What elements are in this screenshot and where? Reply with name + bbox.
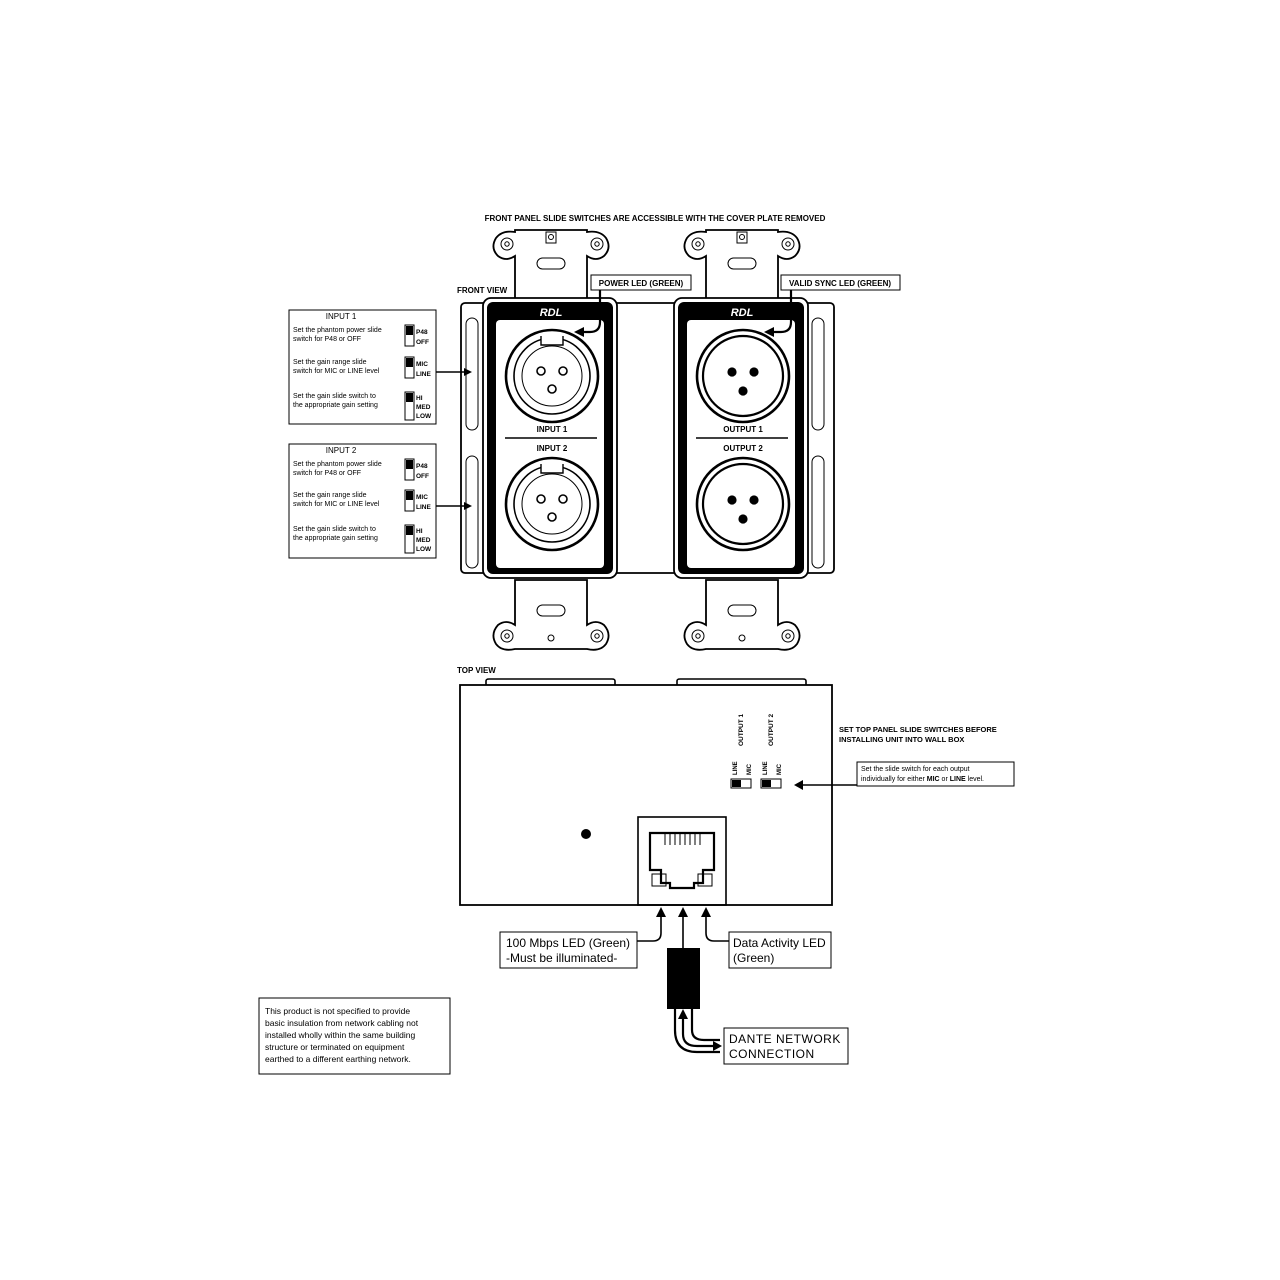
top-view-body bbox=[459, 684, 833, 906]
led-100mbps-callout: 100 Mbps LED (Green) -Must be illuminate… bbox=[499, 931, 638, 969]
input-1-gain-switch[interactable] bbox=[404, 391, 415, 421]
output-2-label: OUTPUT 2 bbox=[723, 444, 763, 453]
left-yoke bbox=[492, 229, 610, 651]
input-2-box-title: INPUT 2 bbox=[326, 446, 357, 455]
header-note: FRONT PANEL SLIDE SWITCHES ARE ACCESSIBL… bbox=[485, 214, 826, 223]
power-led-label: POWER LED (GREEN) bbox=[599, 279, 684, 288]
input-2-phantom-switch[interactable] bbox=[404, 458, 415, 481]
input-2-phantom-text-1: Set the phantom power slide bbox=[293, 461, 382, 468]
top-output-1-label: OUTPUT 1 bbox=[738, 713, 745, 746]
top-panel-note-1: SET TOP PANEL SLIDE SWITCHES BEFORE bbox=[839, 725, 997, 734]
data-activity-text-1: Data Activity LED bbox=[733, 936, 826, 950]
top-output-2-mic-label: MIC bbox=[777, 763, 783, 775]
input-1-line-label: LINE bbox=[416, 371, 431, 378]
input-2-gain-text-2: the appropriate gain setting bbox=[293, 535, 378, 542]
output-callout-text-1: Set the slide switch for each output bbox=[861, 766, 970, 773]
top-led-indicator bbox=[581, 829, 591, 839]
input-2-gain-text-1: Set the gain slide switch to bbox=[293, 526, 376, 533]
input-1-low-label: LOW bbox=[416, 413, 432, 420]
input-1-gain-text-2: the appropriate gain setting bbox=[293, 402, 378, 409]
input-1-hi-label: HI bbox=[416, 395, 423, 402]
input-2-low-label: LOW bbox=[416, 546, 432, 553]
output-1-label: OUTPUT 1 bbox=[723, 425, 763, 434]
input-1-phantom-text-2: switch for P48 or OFF bbox=[293, 336, 361, 343]
brand-logo-left: RDL bbox=[540, 307, 563, 319]
network-callouts: 100 Mbps LED (Green) -Must be illuminate… bbox=[499, 907, 849, 1065]
input-2-line-label: LINE bbox=[416, 504, 431, 511]
rj45-left-led bbox=[651, 873, 667, 887]
disclaimer-box: This product is not specified to provide… bbox=[258, 997, 451, 1075]
rj45-right-led bbox=[697, 873, 713, 887]
input-1-range-text-1: Set the gain range slide bbox=[293, 359, 367, 366]
valid-sync-led-label: VALID SYNC LED (GREEN) bbox=[789, 279, 891, 288]
dante-text-1: DANTE NETWORK bbox=[729, 1032, 841, 1046]
input-1-arrow bbox=[436, 368, 472, 376]
output-switch-callout: Set the slide switch for each output ind… bbox=[794, 761, 1015, 790]
right-wall-plate: RDL OUTPUT 1 OUTPUT 2 bbox=[673, 297, 809, 579]
xlr-input-2-jack bbox=[504, 456, 600, 552]
top-output-1-mic-label: MIC bbox=[747, 763, 753, 775]
disclaimer-line-2: basic insulation from network cabling no… bbox=[265, 1018, 419, 1028]
input-2-range-text-2: switch for MIC or LINE level bbox=[293, 501, 380, 508]
input-1-label: INPUT 1 bbox=[537, 425, 568, 434]
disclaimer-line-1: This product is not specified to provide bbox=[265, 1006, 410, 1016]
dante-text-2: CONNECTION bbox=[729, 1047, 815, 1061]
xlr-input-1-jack bbox=[504, 328, 600, 424]
output-1-level-switch[interactable] bbox=[730, 778, 752, 789]
rj45-ethernet-jack[interactable] bbox=[637, 816, 727, 906]
input-1-phantom-switch[interactable] bbox=[404, 324, 415, 347]
top-view: TOP VIEW OUTPUT 1 OUTPUT 2 LINE MIC LINE… bbox=[457, 666, 1015, 906]
input-2-arrow bbox=[436, 502, 472, 510]
input-2-gain-switch[interactable] bbox=[404, 524, 415, 554]
xlr-output-1-jack bbox=[695, 328, 791, 424]
input-1-box-title: INPUT 1 bbox=[326, 312, 357, 321]
front-view-title: FRONT VIEW bbox=[457, 286, 508, 295]
input-1-off-label: OFF bbox=[416, 339, 429, 346]
input-2-p48-label: P48 bbox=[416, 463, 428, 470]
input-2-phantom-text-2: switch for P48 or OFF bbox=[293, 470, 361, 477]
input-1-mic-label: MIC bbox=[416, 361, 428, 368]
led-100mbps-text-2: -Must be illuminated- bbox=[506, 951, 617, 965]
brand-logo-right: RDL bbox=[731, 307, 754, 319]
disclaimer-line-5: earthed to a different earthing network. bbox=[265, 1054, 411, 1064]
data-activity-led-callout: Data Activity LED (Green) bbox=[728, 931, 832, 969]
output-2-level-switch[interactable] bbox=[760, 778, 782, 789]
input-1-p48-label: P48 bbox=[416, 329, 428, 336]
input-2-settings-box: INPUT 2 Set the phantom power slide swit… bbox=[288, 443, 437, 559]
power-led-callout: POWER LED (GREEN) bbox=[574, 274, 692, 337]
data-activity-text-2: (Green) bbox=[733, 951, 774, 965]
disclaimer-line-3: installed wholly within the same buildin… bbox=[265, 1030, 416, 1040]
input-2-range-switch[interactable] bbox=[404, 489, 415, 512]
dante-network-callout: DANTE NETWORK CONNECTION bbox=[723, 1027, 849, 1065]
input-2-med-label: MED bbox=[416, 537, 431, 544]
top-view-title: TOP VIEW bbox=[457, 666, 496, 675]
valid-sync-led-callout: VALID SYNC LED (GREEN) bbox=[764, 274, 901, 337]
front-view: FRONT VIEW bbox=[457, 229, 901, 651]
left-wall-plate: RDL INPUT 1 INPUT 2 bbox=[482, 297, 618, 579]
disclaimer-line-4: structure or terminated on equipment bbox=[265, 1042, 405, 1052]
input-2-hi-label: HI bbox=[416, 528, 423, 535]
input-1-range-switch[interactable] bbox=[404, 356, 415, 379]
top-output-2-label: OUTPUT 2 bbox=[768, 713, 775, 746]
right-yoke bbox=[683, 229, 801, 651]
input-2-range-text-1: Set the gain range slide bbox=[293, 492, 367, 499]
input-1-range-text-2: switch for MIC or LINE level bbox=[293, 368, 380, 375]
input-1-med-label: MED bbox=[416, 404, 431, 411]
network-plug bbox=[667, 948, 700, 1009]
top-panel-note-2: INSTALLING UNIT INTO WALL BOX bbox=[839, 735, 964, 744]
led-100mbps-text-1: 100 Mbps LED (Green) bbox=[506, 936, 630, 950]
input-1-gain-text-1: Set the gain slide switch to bbox=[293, 393, 376, 400]
input-1-settings-box: INPUT 1 Set the phantom power slide swit… bbox=[288, 309, 437, 425]
top-output-1-line-label: LINE bbox=[733, 761, 739, 775]
input-2-label: INPUT 2 bbox=[537, 444, 568, 453]
input-2-mic-label: MIC bbox=[416, 494, 428, 501]
xlr-output-2-jack bbox=[695, 456, 791, 552]
input-2-off-label: OFF bbox=[416, 473, 429, 480]
input-1-phantom-text-1: Set the phantom power slide bbox=[293, 327, 382, 334]
output-callout-text-2: individually for either MIC or LINE leve… bbox=[861, 776, 984, 783]
top-output-2-line-label: LINE bbox=[763, 761, 769, 775]
